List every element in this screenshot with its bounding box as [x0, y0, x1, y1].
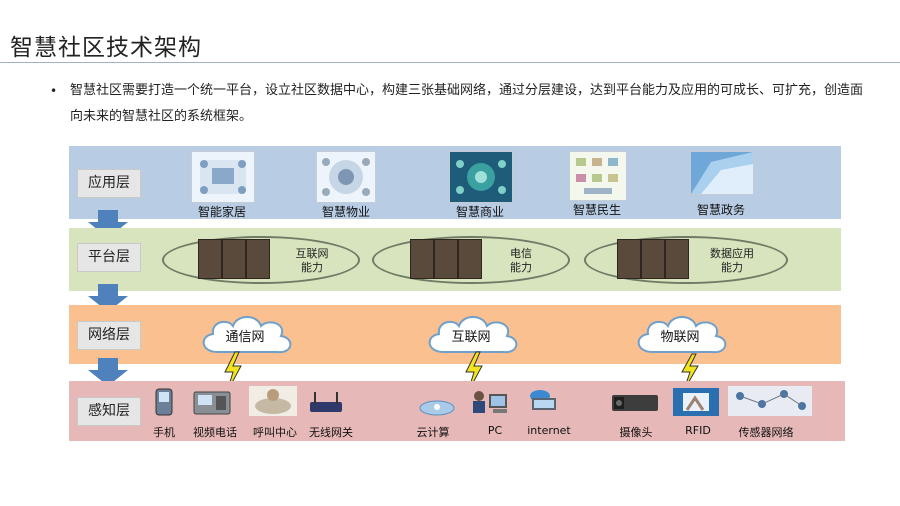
- ability-line2: 能力: [721, 261, 743, 274]
- server-icon: [665, 239, 689, 279]
- cloud-icon: [637, 316, 727, 354]
- page-title: 智慧社区技术架构: [10, 35, 202, 61]
- call-center-icon: [249, 386, 297, 416]
- server-icon: [410, 239, 434, 279]
- wireless-gateway-icon: [310, 392, 342, 412]
- description-block: • 智慧社区需要打造一个统一平台，设立社区数据中心，构建三张基础网络，通过分层建…: [50, 78, 870, 130]
- device-call-center: 呼叫中心: [253, 426, 297, 439]
- app-item-smart-government: 智慧政务: [696, 203, 745, 217]
- ability-line1: 互联网: [295, 247, 329, 260]
- lightning-icon: [681, 353, 699, 391]
- platform-layer-label: 平台层: [77, 243, 141, 272]
- platform-group-telecom: [372, 236, 570, 284]
- network-cloud-iot: 物联网: [660, 330, 700, 345]
- platform-ability-telecom: 电信 能力: [494, 247, 548, 275]
- smart-business-icon: [449, 151, 513, 203]
- bullet-icon: •: [50, 84, 58, 98]
- platform-ability-internet: 互联网 能力: [285, 247, 339, 275]
- server-icon: [641, 239, 665, 279]
- platform-ability-data-app: 数据应用 能力: [700, 247, 764, 275]
- smart-home-icon: [191, 151, 255, 203]
- server-icon: [458, 239, 482, 279]
- ability-line2: 能力: [510, 261, 532, 274]
- video-phone-icon: [193, 391, 231, 415]
- down-arrow-icon: [88, 284, 128, 312]
- description-text: 智慧社区需要打造一个统一平台，设立社区数据中心，构建三张基础网络，通过分层建设，…: [70, 83, 864, 124]
- lightning-icon: [224, 351, 242, 393]
- device-sensor-network: 传感器网络: [738, 426, 794, 439]
- pc-icon: [473, 391, 507, 413]
- smart-government-icon: [690, 151, 754, 195]
- app-item-smart-business: 智慧商业: [455, 205, 504, 219]
- cloud-icon: [202, 316, 292, 354]
- app-item-smart-livelihood: 智慧民生: [572, 203, 621, 217]
- device-video-phone: 视频电话: [193, 426, 237, 439]
- cloud-computing-icon: [419, 400, 455, 416]
- server-icon: [434, 239, 458, 279]
- ability-line1: 电信: [510, 247, 532, 260]
- down-arrow-icon: [88, 210, 128, 238]
- device-rfid: RFID: [685, 424, 711, 437]
- camera-icon: [612, 395, 658, 411]
- server-icon: [222, 239, 246, 279]
- platform-group-internet: [162, 236, 360, 284]
- smart-property-icon: [316, 151, 376, 203]
- ability-line2: 能力: [301, 261, 323, 274]
- app-layer-label: 应用层: [77, 169, 141, 198]
- device-mobile-phone: 手机: [153, 426, 175, 439]
- ability-line1: 数据应用: [710, 247, 754, 260]
- internet-icon: [530, 390, 556, 410]
- server-icon: [246, 239, 270, 279]
- platform-group-data-app: [584, 236, 788, 284]
- server-icon: [617, 239, 641, 279]
- rfid-icon: [673, 388, 719, 416]
- mobile-phone-icon: [155, 388, 173, 416]
- server-icon: [198, 239, 222, 279]
- cloud-icon: [428, 316, 518, 354]
- title-divider: [0, 62, 900, 63]
- device-cloud-computing: 云计算: [416, 426, 450, 439]
- network-layer-label: 网络层: [77, 321, 141, 350]
- device-camera: 摄像头: [619, 426, 653, 439]
- down-arrow-icon: [88, 358, 128, 386]
- perception-layer-label: 感知层: [77, 397, 141, 426]
- device-wireless-gateway: 无线网关: [309, 426, 353, 439]
- network-cloud-telecom: 通信网: [225, 330, 265, 345]
- app-item-smart-home: 智能家居: [197, 205, 246, 219]
- app-item-smart-property: 智慧物业: [321, 205, 370, 219]
- smart-livelihood-icon: [569, 151, 627, 201]
- device-internet: internet: [527, 424, 571, 437]
- sensor-network-icon: [728, 386, 812, 416]
- network-cloud-internet: 互联网: [451, 330, 491, 345]
- device-pc: PC: [487, 424, 503, 437]
- lightning-icon: [465, 351, 483, 393]
